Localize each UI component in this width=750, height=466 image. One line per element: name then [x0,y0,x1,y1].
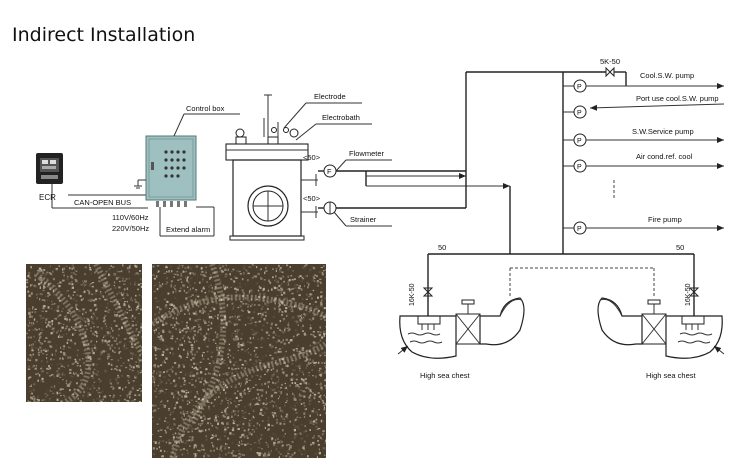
sea-chest-left-label: High sea chest [420,371,471,380]
can-bus-label: CAN-OPEN BUS [74,198,131,207]
size-right-label: 50 [676,243,684,252]
electrode-label: Electrode [314,92,346,101]
electrode-deposit-photo-1 [26,264,142,402]
outlet-label-2: Port use cool.S.W. pump [636,94,719,103]
outlet-label-4: Air cond.ref. cool [636,152,693,161]
sea-chest-left [397,297,525,359]
valve-right-label: 16K-50 [685,283,692,306]
outlet-port-cool-sw-pump: P Port use cool.S.W. pump [563,94,725,119]
outlet-label-3: S.W.Service pump [632,127,694,136]
outlet-sw-service-pump: P S.W.Service pump [563,127,724,147]
outlet-air-cond-ref-cool: P Air cond.ref. cool [563,152,724,173]
ecr-monitor-icon [36,153,63,184]
electrode-deposit-photo-2 [152,264,326,458]
flowmeter-label: Flowmeter [349,149,385,158]
electrobath-label: Electrobath [322,113,360,122]
outlet-label-1: Cool.S.W. pump [640,71,694,80]
outlet-fire-pump: P Fire pump [563,215,724,235]
ecr-label: ECR [39,193,56,202]
sea-chest-right-label: High sea chest [646,371,697,380]
voltage-label-2: 220V/50Hz [112,224,149,233]
outlet-label-5: Fire pump [648,215,682,224]
pump-symbol-4: P [577,164,582,171]
pipe-size-upper: <50> [303,153,321,162]
control-box-label: Control box [186,104,225,113]
sea-chest-right [597,297,725,359]
pump-symbol-3: P [577,138,582,145]
size-left-label: 50 [438,243,446,252]
outlet-cool-sw-pump: P Cool.S.W. pump [563,71,724,93]
voltage-label-1: 110V/60Hz [112,213,149,222]
strainer-label: Strainer [350,215,377,224]
pump-symbol-1: P [577,84,582,91]
control-box [145,135,197,207]
flowmeter-symbol: F [327,167,332,176]
page-title: Indirect Installation [12,24,196,46]
pump-symbol-2: P [577,110,582,117]
pipe-size-lower: <50> [303,194,321,203]
pump-symbol-5: P [577,226,582,233]
extend-alarm-label: Extend alarm [166,225,210,234]
valve-top-label: 5K-50 [600,57,620,66]
valve-left-label: 16K-50 [409,283,416,306]
electrobath-unit [225,94,318,241]
